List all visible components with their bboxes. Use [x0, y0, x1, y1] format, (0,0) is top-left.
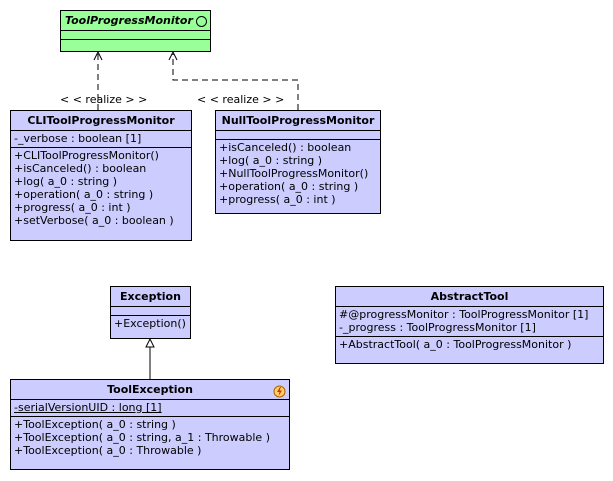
class-exception[interactable]: Exception +Exception(): [110, 286, 191, 339]
abstracttool-title: AbstractTool: [430, 290, 509, 303]
interface-circle-icon: [196, 16, 207, 27]
cli-operation: +setVerbose( a_0 : boolean ): [14, 214, 174, 227]
abstracttool-attribute: #@progressMonitor : ToolProgressMonitor …: [339, 308, 589, 321]
class-cli-tool-progress-monitor[interactable]: CLIToolProgressMonitor -_verbose : boole…: [10, 110, 192, 241]
cli-attribute: -_verbose : boolean [1]: [14, 132, 142, 145]
null-realize-label: < < realize > >: [197, 93, 285, 106]
interface-tool-progress-monitor[interactable]: ToolProgressMonitor: [60, 10, 211, 52]
cli-attributes: -_verbose : boolean [1]: [11, 130, 191, 147]
exception-operation: +Exception(): [114, 317, 186, 330]
cli-realization-edge: [93, 50, 103, 110]
null-realization-edge: [168, 50, 299, 110]
null-title: NullToolProgressMonitor: [221, 114, 375, 127]
null-operations: +isCanceled() : boolean +log( a_0 : stri…: [216, 139, 380, 208]
cli-title: CLIToolProgressMonitor: [27, 114, 175, 127]
cli-operation: +CLIToolProgressMonitor(): [14, 149, 159, 162]
toolexception-operation: +ToolException( a_0 : string, a_1 : Thro…: [14, 431, 270, 444]
abstracttool-operations: +AbstractTool( a_0 : ToolProgressMonitor…: [336, 336, 603, 353]
class-abstract-tool[interactable]: AbstractTool #@progressMonitor : ToolPro…: [335, 286, 604, 364]
abstracttool-operation: +AbstractTool( a_0 : ToolProgressMonitor…: [339, 338, 572, 351]
toolexception-operation: +ToolException( a_0 : string ): [14, 418, 176, 431]
class-tool-exception[interactable]: ToolException -serialVersionUID : long […: [10, 379, 290, 470]
null-operation: +NullToolProgressMonitor(): [219, 167, 369, 180]
abstracttool-attribute: -_progress : ToolProgressMonitor [1]: [339, 321, 536, 334]
exception-operations: +Exception(): [111, 315, 190, 332]
cli-operation: +isCanceled() : boolean: [14, 162, 147, 175]
null-operation: +log( a_0 : string ): [219, 154, 323, 167]
null-operation: +isCanceled() : boolean: [219, 141, 352, 154]
cli-operations: +CLIToolProgressMonitor() +isCanceled() …: [11, 147, 191, 229]
cli-realize-label: < < realize > >: [60, 93, 148, 106]
interface-operations: [61, 39, 210, 48]
interface-title: ToolProgressMonitor: [65, 14, 193, 27]
toolexception-operation: +ToolException( a_0 : Throwable ): [14, 444, 202, 457]
lightning-icon: [273, 385, 286, 398]
class-null-tool-progress-monitor[interactable]: NullToolProgressMonitor +isCanceled() : …: [215, 110, 381, 214]
null-operation: +progress( a_0 : int ): [219, 193, 336, 206]
abstracttool-attributes: #@progressMonitor : ToolProgressMonitor …: [336, 306, 603, 336]
interface-attributes: [61, 30, 210, 39]
exception-title: Exception: [120, 290, 181, 303]
cli-operation: +progress( a_0 : int ): [14, 201, 131, 214]
cli-operation: +log( a_0 : string ): [14, 175, 118, 188]
toolexception-title: ToolException: [107, 383, 193, 396]
toolexception-attribute: -serialVersionUID : long [1]: [14, 401, 162, 414]
toolexception-attributes: -serialVersionUID : long [1]: [11, 399, 289, 416]
toolexception-operations: +ToolException( a_0 : string ) +ToolExce…: [11, 416, 289, 459]
null-operation: +operation( a_0 : string ): [219, 180, 359, 193]
null-attributes: [216, 130, 380, 139]
cli-operation: +operation( a_0 : string ): [14, 188, 154, 201]
exception-attributes: [111, 306, 190, 315]
generalization-edge: [145, 337, 155, 379]
